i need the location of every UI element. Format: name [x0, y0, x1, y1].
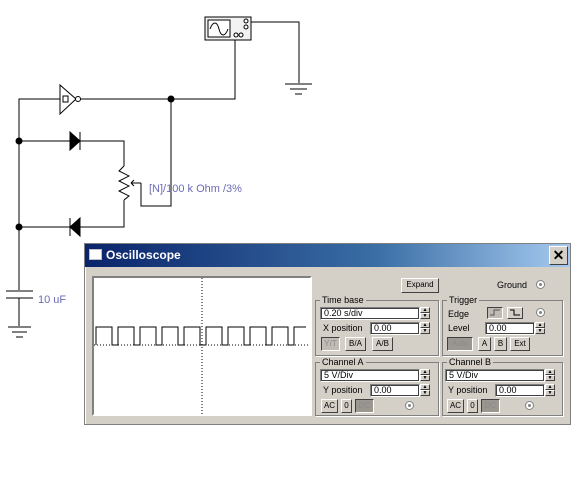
- capacitor-icon[interactable]: [6, 290, 33, 299]
- trigger-auto-button[interactable]: Auto: [447, 337, 473, 351]
- edge-falling-button[interactable]: [507, 307, 523, 319]
- xposition-field[interactable]: 0.00: [370, 322, 420, 335]
- oscilloscope-window: Oscilloscope ✕ Expand Ground Time base 0…: [84, 243, 571, 425]
- diode-top-icon[interactable]: [69, 130, 81, 152]
- edge-label: Edge: [448, 309, 470, 319]
- level-field[interactable]: 0.00: [485, 322, 535, 335]
- ground-label: Ground: [497, 280, 528, 290]
- channel-a-ypos-label: Y position: [323, 385, 363, 395]
- level-spinner[interactable]: ▲▼: [535, 322, 545, 335]
- trigger-b-button[interactable]: B: [494, 337, 507, 351]
- channel-b-ypos-label: Y position: [448, 385, 488, 395]
- expand-button[interactable]: Expand: [401, 278, 439, 293]
- window-icon: [89, 249, 102, 260]
- channel-a-ypos-spinner[interactable]: ▲▼: [420, 384, 430, 397]
- timebase-value-field[interactable]: 0.20 s/div: [320, 307, 420, 320]
- xposition-spinner[interactable]: ▲▼: [420, 322, 430, 335]
- channel-a-dc-button[interactable]: DC: [355, 399, 374, 413]
- channel-b-ac-button[interactable]: AC: [447, 399, 464, 413]
- timebase-spinner[interactable]: ▲▼: [420, 307, 430, 320]
- ground-symbol-icon: [8, 326, 31, 338]
- trigger-ext-button[interactable]: Ext: [510, 337, 530, 351]
- channel-a-ac-button[interactable]: AC: [321, 399, 338, 413]
- level-label: Level: [448, 323, 470, 333]
- scope-display: [92, 276, 312, 416]
- channel-b-ypos-field[interactable]: 0.00: [495, 384, 545, 397]
- channel-b-terminal[interactable]: [525, 401, 534, 410]
- window-title: Oscilloscope: [106, 248, 181, 262]
- rising-edge-icon: [490, 309, 500, 316]
- channel-a-scale-field[interactable]: 5 V/Div: [320, 369, 420, 382]
- mode-yt-button[interactable]: Y/T: [321, 337, 340, 351]
- channel-a-scale-spinner[interactable]: ▲▼: [420, 369, 430, 382]
- channel-a-title: Channel A: [320, 357, 366, 367]
- timebase-title: Time base: [320, 295, 366, 305]
- diode-bottom-icon[interactable]: [69, 216, 81, 238]
- capacitor-label: 10 uF: [38, 294, 67, 306]
- timebase-group: Time base: [315, 295, 439, 356]
- channel-a-ypos-field[interactable]: 0.00: [370, 384, 420, 397]
- channel-a-group: Channel A: [315, 357, 439, 416]
- resistor-label: [N]/100 k Ohm /3%: [149, 183, 242, 195]
- channel-a-zero-button[interactable]: 0: [341, 399, 352, 413]
- ground-symbol-icon: [285, 83, 312, 95]
- trigger-terminal[interactable]: [536, 308, 545, 317]
- inverter-gate-icon[interactable]: [59, 83, 81, 116]
- channel-b-scale-field[interactable]: 5 V/Div: [445, 369, 545, 382]
- potentiometer-icon[interactable]: [117, 165, 141, 201]
- channel-a-terminal[interactable]: [405, 401, 414, 410]
- mode-ab-button[interactable]: A/B: [372, 337, 393, 351]
- close-button[interactable]: ✕: [549, 246, 568, 265]
- oscilloscope-instrument-icon[interactable]: [204, 16, 252, 41]
- falling-edge-icon: [510, 309, 520, 316]
- close-icon: ✕: [552, 247, 565, 263]
- channel-b-zero-button[interactable]: 0: [467, 399, 478, 413]
- channel-b-scale-spinner[interactable]: ▲▼: [545, 369, 555, 382]
- channel-b-title: Channel B: [447, 357, 494, 367]
- scope-trace: [94, 278, 310, 414]
- title-bar[interactable]: Oscilloscope ✕: [85, 244, 570, 267]
- trigger-group: Trigger: [442, 295, 563, 356]
- channel-b-ypos-spinner[interactable]: ▲▼: [545, 384, 555, 397]
- ground-terminal[interactable]: [536, 280, 545, 289]
- mode-ba-button[interactable]: B/A: [345, 337, 366, 351]
- channel-b-group: Channel B: [442, 357, 563, 416]
- xposition-label: X position: [323, 323, 363, 333]
- channel-b-dc-button[interactable]: DC: [481, 399, 500, 413]
- trigger-a-button[interactable]: A: [478, 337, 491, 351]
- trigger-title: Trigger: [447, 295, 480, 305]
- edge-rising-button[interactable]: [487, 307, 503, 319]
- square-wave-trace: [95, 326, 306, 346]
